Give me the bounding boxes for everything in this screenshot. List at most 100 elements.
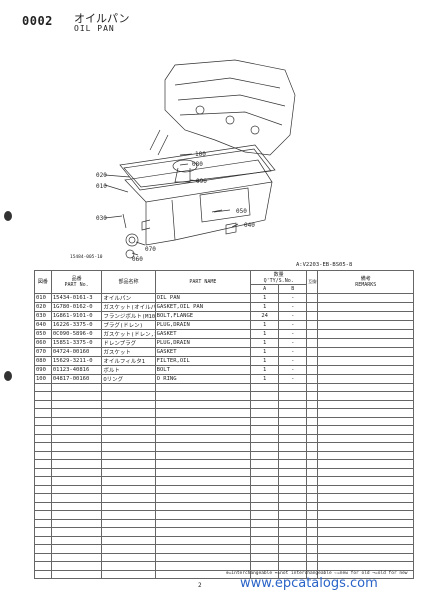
col-part-no: 品番 PART No. <box>50 270 103 294</box>
cell-empty <box>250 510 280 520</box>
col-part-name: PART NAME <box>154 270 252 294</box>
cell-empty <box>34 391 52 401</box>
table-row-empty <box>34 552 414 562</box>
table-row-empty <box>34 484 414 494</box>
cell-part: 16226-3375-0 <box>50 319 103 330</box>
cell-empty <box>317 301 414 312</box>
cell-empty <box>101 544 156 554</box>
cell-empty <box>278 408 308 418</box>
cell-empty <box>317 373 414 384</box>
cell-empty <box>34 493 52 503</box>
cell-empty <box>50 552 103 562</box>
col-qty-ja: 数量 <box>273 272 284 278</box>
col-qty-a: A <box>250 284 280 294</box>
cell-empty <box>250 544 280 554</box>
cell-empty <box>154 408 252 418</box>
cell-empty <box>278 501 308 511</box>
cell-empty <box>34 459 52 469</box>
cell-empty <box>34 569 52 579</box>
cell-name: BOLT,FLANGE <box>154 310 252 321</box>
cell-empty <box>50 391 103 401</box>
cell-empty <box>154 459 252 469</box>
cell-part: 15434-0161-3 <box>50 292 103 303</box>
cell-empty <box>101 450 156 460</box>
cell-b: - <box>278 373 308 384</box>
cell-empty <box>250 467 280 477</box>
cell-empty <box>317 544 414 554</box>
cell-ref: 010 <box>34 292 52 303</box>
cell-empty <box>101 391 156 401</box>
cell-empty <box>317 382 414 392</box>
cell-part: 1G780-0162-0 <box>50 301 103 312</box>
catalog-reference: A:V2203-EB-BS05-8 <box>296 262 353 268</box>
cell-empty <box>278 535 308 545</box>
cell-empty <box>34 399 52 409</box>
cell-empty <box>250 476 280 486</box>
cell-empty <box>250 391 280 401</box>
cell-empty <box>317 484 414 494</box>
cell-b: - <box>278 301 308 312</box>
cell-empty <box>34 433 52 443</box>
cell-empty <box>34 467 52 477</box>
callout-label: 010 <box>96 183 107 190</box>
cell-ja: プラグ(ドレン) <box>101 319 156 330</box>
cell-ref: 030 <box>34 310 52 321</box>
cell-empty <box>50 425 103 435</box>
cell-a: 1 <box>250 373 280 384</box>
cell-empty <box>250 527 280 537</box>
cell-empty <box>250 501 280 511</box>
cell-empty <box>101 442 156 452</box>
cell-name: GASKET <box>154 328 252 339</box>
cell-empty <box>306 544 319 554</box>
cell-empty <box>101 399 156 409</box>
cell-part: 04817-00160 <box>50 373 103 384</box>
cell-empty <box>317 433 414 443</box>
cell-b: - <box>278 355 308 366</box>
cell-b: - <box>278 319 308 330</box>
cell-empty <box>306 328 319 339</box>
cell-empty <box>250 442 280 452</box>
cell-empty <box>50 510 103 520</box>
callout-label: 100 <box>195 151 206 158</box>
cell-ja: フランジボルト(M10X18) <box>101 310 156 321</box>
cell-empty <box>50 442 103 452</box>
table-row-empty <box>34 433 414 443</box>
watermark-url: www.epcatalogs.com <box>240 576 378 591</box>
col-name-ja: 部品名称 <box>101 270 156 294</box>
cell-empty <box>306 476 319 486</box>
cell-empty <box>154 391 252 401</box>
cell-empty <box>306 319 319 330</box>
cell-empty <box>34 518 52 528</box>
cell-empty <box>306 425 319 435</box>
cell-empty <box>317 561 414 571</box>
cell-empty <box>154 544 252 554</box>
cell-empty <box>278 459 308 469</box>
cell-empty <box>250 433 280 443</box>
cell-empty <box>306 301 319 312</box>
cell-empty <box>101 518 156 528</box>
cell-empty <box>34 484 52 494</box>
col-ref-no: 図番 <box>34 270 52 294</box>
cell-empty <box>250 493 280 503</box>
cell-ja: ボルト <box>101 364 156 375</box>
cell-empty <box>34 510 52 520</box>
cell-empty <box>317 416 414 426</box>
cell-empty <box>250 399 280 409</box>
table-row-empty <box>34 476 414 486</box>
cell-a: 1 <box>250 337 280 348</box>
cell-empty <box>306 493 319 503</box>
cell-empty <box>154 476 252 486</box>
cell-empty <box>154 552 252 562</box>
col-interchange: 互換性 <box>306 270 319 294</box>
cell-empty <box>250 518 280 528</box>
cell-empty <box>317 510 414 520</box>
cell-empty <box>317 450 414 460</box>
cell-empty <box>154 467 252 477</box>
